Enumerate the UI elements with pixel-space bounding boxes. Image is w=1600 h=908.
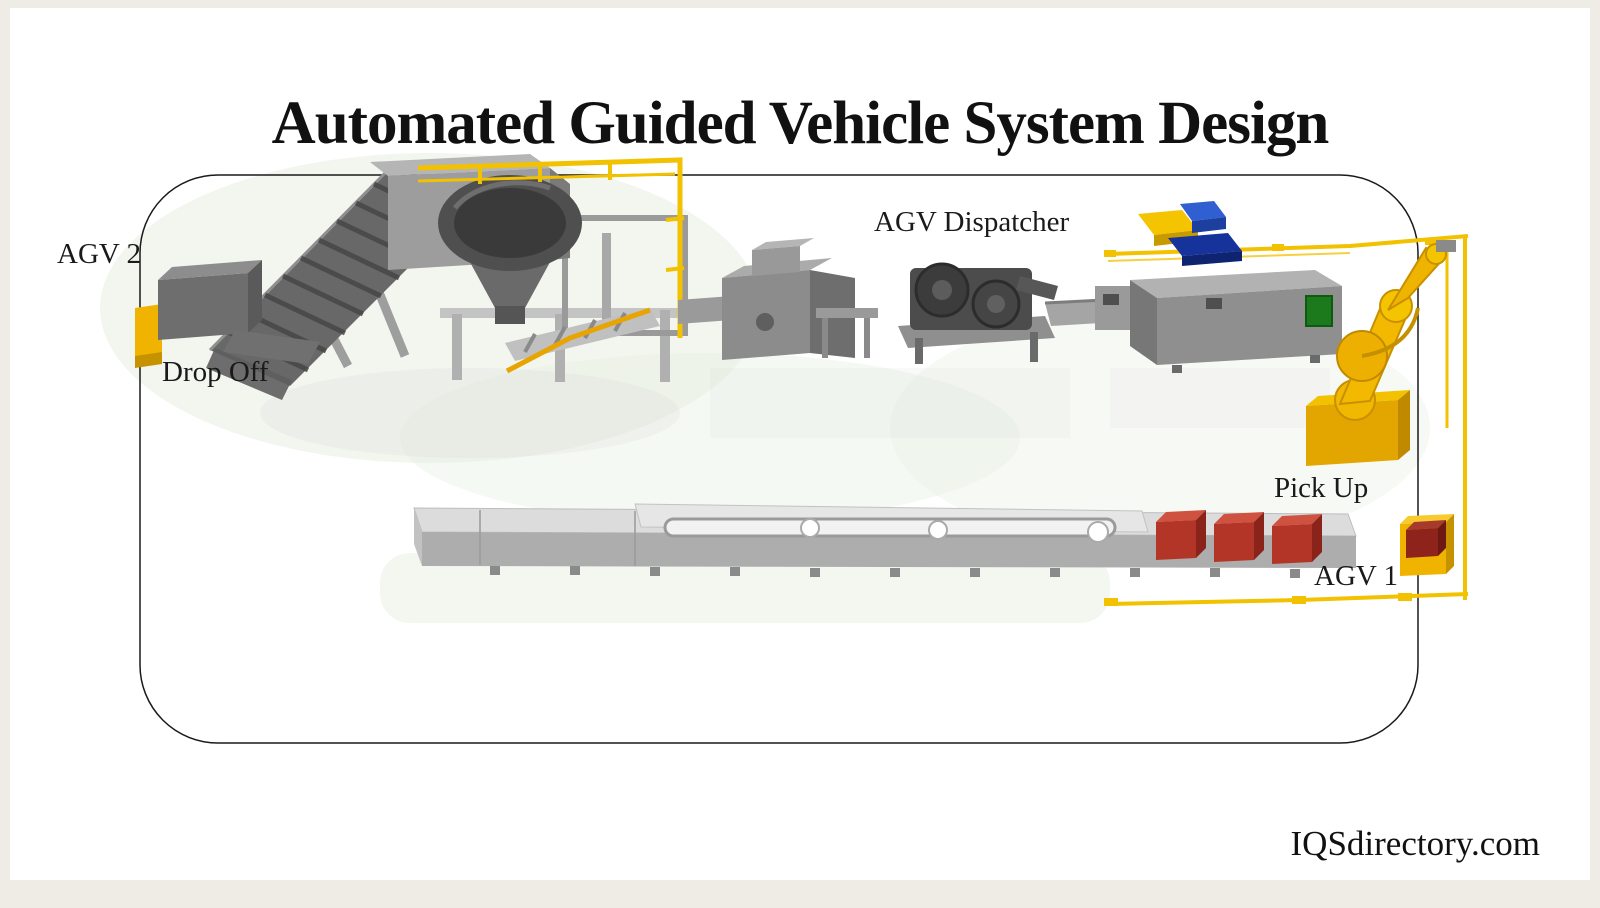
floor-guide-path [1104,592,1469,606]
green-status-panel [1305,295,1333,327]
page-title: Automated Guided Vehicle System Design [271,89,1330,157]
drum-funnel [438,175,582,324]
diagram-canvas: Automated Guided Vehicle System Design [10,8,1590,880]
access-stairs [505,307,660,374]
drop-off-chute [206,330,320,400]
press-machine [722,238,878,360]
connector-conveyor [678,296,732,324]
label-agv-2: AGV 2 [57,238,142,270]
safety-railing [417,157,685,338]
agv-1-vehicle [1400,514,1454,576]
factory-scene-illustration [100,153,1469,744]
label-drop-off: Drop Off [162,356,269,388]
label-agv-1: AGV 1 [1314,560,1399,592]
floor-plan-outline [139,174,1419,744]
watermark-text: IQSdirectory.com [1290,824,1540,863]
inspection-cabinet [1095,270,1342,373]
robot-arm [1306,240,1456,466]
bottom-conveyor [413,503,1357,578]
label-pick-up: Pick Up [1274,472,1369,504]
pallet-stack [1138,201,1242,266]
label-agv-dispatcher: AGV Dispatcher [874,206,1070,238]
agv-2-vehicle [135,260,262,368]
pickup-load-boxes [1156,510,1322,564]
roller-machine [898,262,1058,364]
